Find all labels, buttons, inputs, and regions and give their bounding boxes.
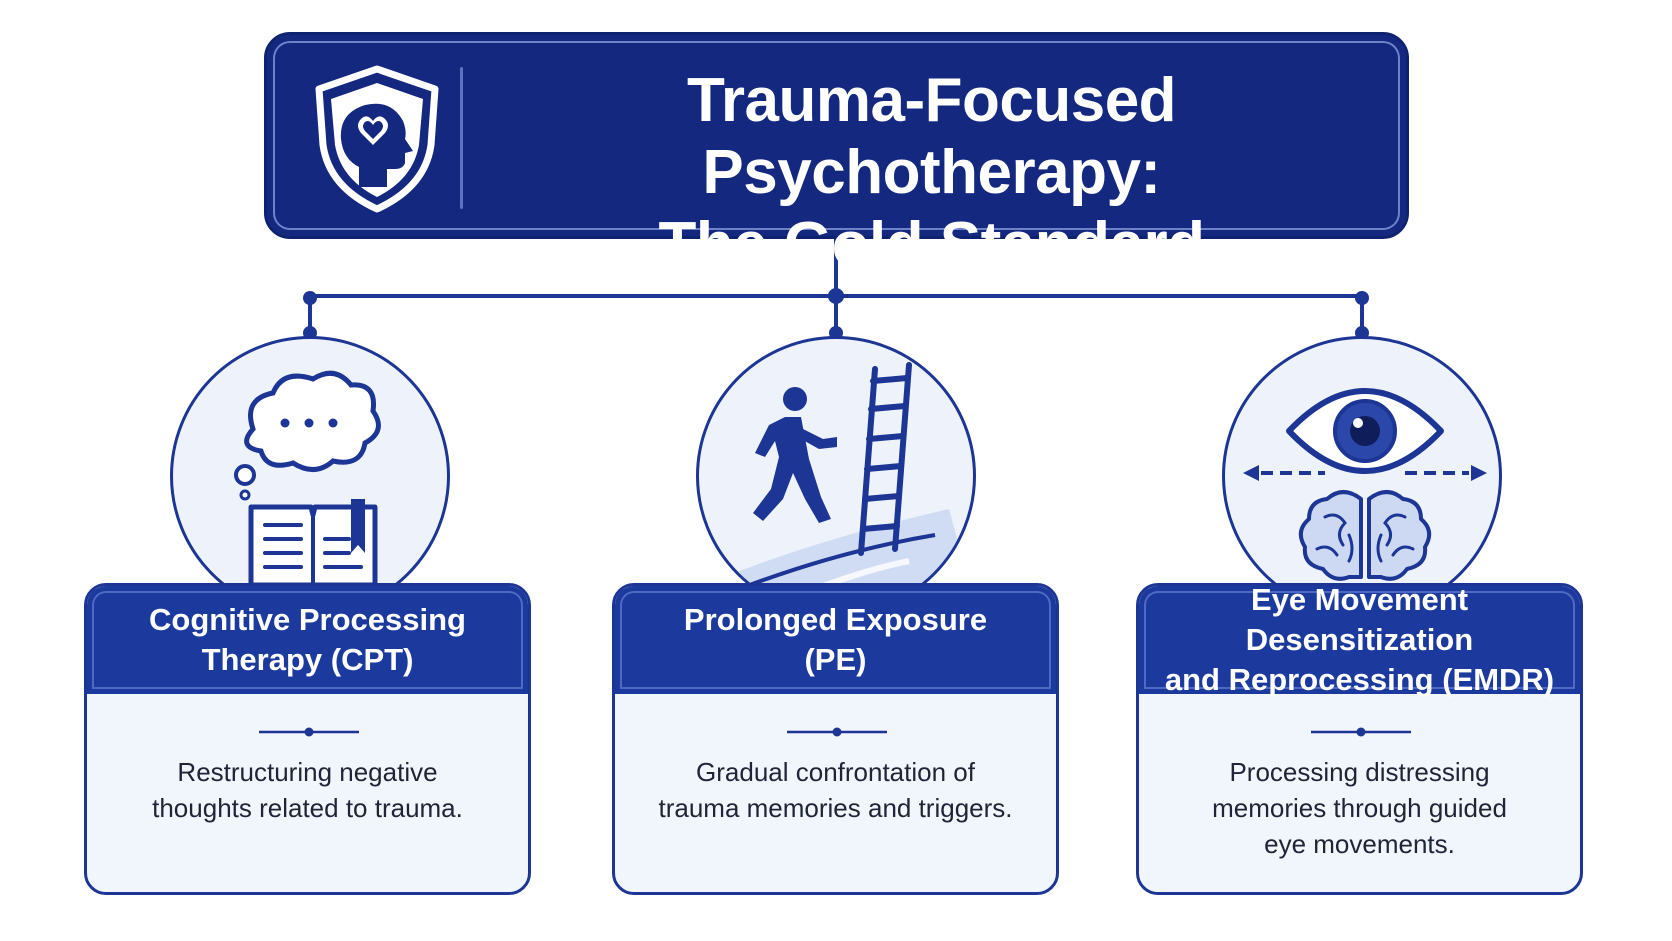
separator-line: [787, 727, 887, 737]
person-climbing-ladder-icon: [702, 362, 973, 613]
title-line-2: The Gold Standard: [658, 210, 1205, 279]
thought-cloud-book-icon: [234, 370, 381, 594]
page-title: Trauma-Focused Psychotherapy: The Gold S…: [467, 65, 1396, 281]
title-line-1: Trauma-Focused Psychotherapy:: [686, 66, 1177, 207]
therapy-card-emdr: Eye Movement Desensitization and Reproce…: [1136, 583, 1583, 895]
card-description: Restructuring negative thoughts related …: [152, 757, 463, 823]
cpt-icon-circle: [170, 336, 450, 616]
card-description: Processing distressing memories through …: [1212, 757, 1507, 859]
therapy-card-pe: Prolonged Exposure (PE) Gradual confront…: [612, 583, 1059, 895]
card-header: Cognitive Processing Therapy (CPT): [87, 586, 528, 694]
header-banner: Trauma-Focused Psychotherapy: The Gold S…: [264, 32, 1409, 279]
separator-line: [259, 727, 359, 737]
eye-brain-arrows-icon: [1243, 388, 1487, 581]
card-title: Cognitive Processing Therapy (CPT): [149, 602, 466, 677]
card-title: Eye Movement Desensitization and Reproce…: [1164, 583, 1555, 697]
therapy-card-cpt: Cognitive Processing Therapy (CPT) Restr…: [84, 583, 531, 895]
emdr-icon-circle: [1222, 336, 1502, 616]
shield-heart-head-icon: [315, 65, 439, 213]
card-header: Prolonged Exposure (PE): [615, 586, 1056, 694]
header-divider: [460, 67, 463, 209]
separator-line: [1311, 727, 1411, 737]
card-description: Gradual confrontation of trauma memories…: [658, 757, 1013, 823]
card-title: Prolonged Exposure (PE): [683, 602, 988, 677]
pe-icon-circle: [696, 336, 976, 616]
card-header: Eye Movement Desensitization and Reproce…: [1139, 586, 1580, 697]
